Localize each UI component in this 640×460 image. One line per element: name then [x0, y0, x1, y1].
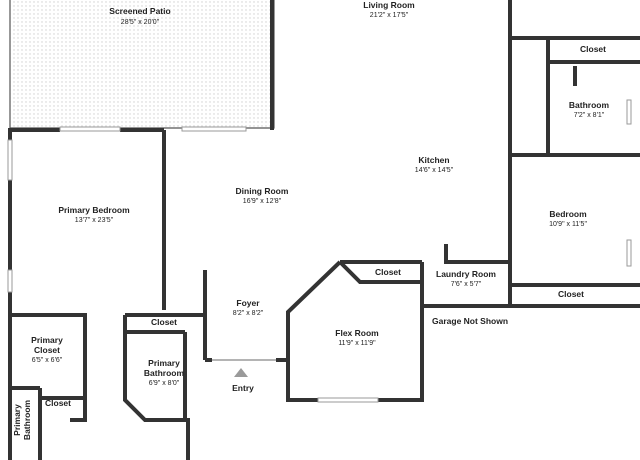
dining-room-name: Dining Room	[236, 186, 289, 196]
laundry-room-dims: 7'6" x 5'7"	[451, 281, 482, 288]
primary-bedroom-dims: 13'7" x 23'5"	[75, 217, 114, 224]
primary-bathroom-name-line1: Primary	[148, 358, 180, 368]
entry-label: Entry	[232, 383, 254, 393]
living-room-dims: 21'2" x 17'5"	[370, 12, 409, 19]
screened-patio-dims: 28'5" x 20'0"	[121, 19, 160, 26]
primary-bathroom-dims: 6'9" x 8'0"	[149, 380, 180, 387]
bathroom-dims: 7'2" x 8'1"	[574, 112, 605, 119]
bathroom-name: Bathroom	[569, 100, 610, 110]
primary-bathroom-name-line2: Bathroom	[144, 368, 185, 378]
closet-top-right-name: Closet	[580, 44, 606, 54]
bedroom-name: Bedroom	[549, 209, 587, 219]
living-room-name: Living Room	[363, 0, 415, 10]
flex-room-name: Flex Room	[335, 328, 379, 338]
bedroom-dims: 10'9" x 11'5"	[549, 221, 587, 228]
kitchen-dims: 14'6" x 14'5"	[415, 167, 454, 174]
closet-small-name: Closet	[45, 398, 71, 408]
primary-closet-name-line2: Closet	[34, 345, 60, 355]
entry-arrow-icon	[234, 368, 248, 377]
windows	[7, 99, 632, 403]
primary-closet-dims: 6'5" x 6'6"	[32, 357, 63, 364]
screened-patio-name: Screened Patio	[109, 6, 170, 16]
closet-flex-name: Closet	[375, 267, 401, 277]
primary-bathroom-small-name-line1: Primary	[12, 404, 22, 436]
primary-closet-name-line1: Primary	[31, 335, 63, 345]
foyer-name: Foyer	[236, 298, 260, 308]
garage-note: Garage Not Shown	[432, 316, 508, 326]
closet-bath-name: Closet	[151, 317, 177, 327]
primary-bedroom-name: Primary Bedroom	[58, 205, 130, 215]
laundry-room-name: Laundry Room	[436, 269, 496, 279]
primary-bathroom-small-name-line2: Bathroom	[22, 399, 32, 440]
flex-room-dims: 11'9" x 11'9"	[338, 340, 376, 347]
kitchen-name: Kitchen	[418, 155, 449, 165]
patio-floor	[10, 0, 274, 128]
dining-room-dims: 16'9" x 12'8"	[243, 198, 282, 205]
foyer-dims: 8'2" x 8'2"	[233, 310, 264, 317]
walls	[8, 0, 640, 460]
closet-bedroom-name: Closet	[558, 289, 584, 299]
